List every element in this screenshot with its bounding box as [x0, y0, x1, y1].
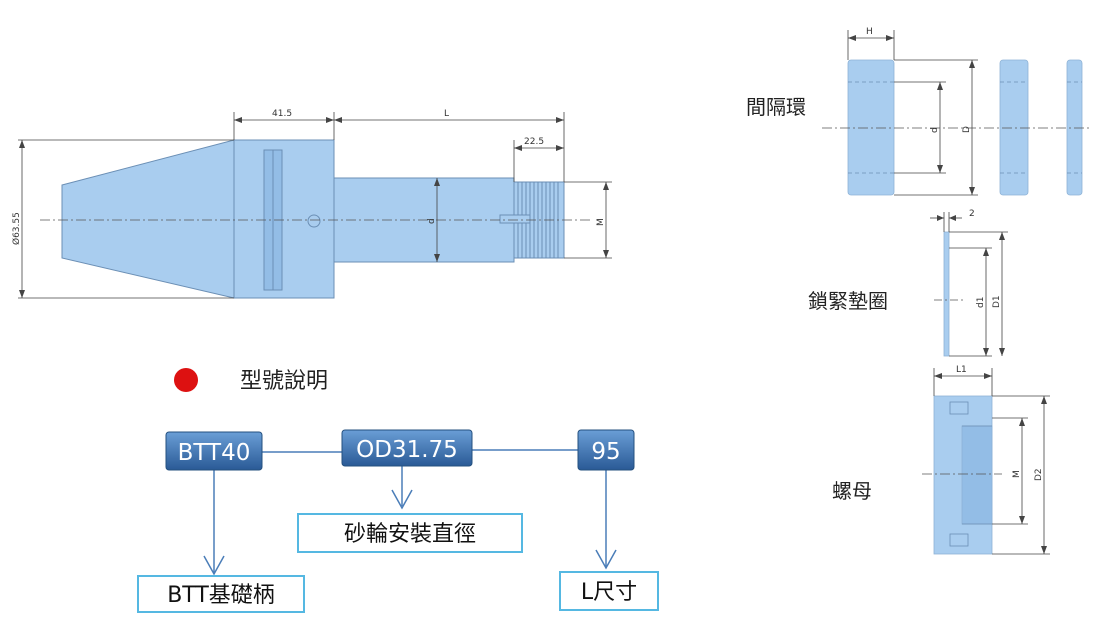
- holder-dim-diameter: Ø63.55: [11, 212, 22, 245]
- nut-dim-M: M: [1012, 470, 1022, 478]
- holder-pin-hole: [307, 214, 321, 228]
- meaning-3-text: L尺寸: [581, 580, 637, 605]
- holder-taper: [61, 139, 235, 299]
- holder-flange: [233, 139, 335, 299]
- code-box-3: 95: [577, 429, 635, 471]
- code-arrowheads: [203, 489, 617, 576]
- spacer-dim-d: d: [930, 127, 940, 133]
- nut-thread-bore: [961, 425, 993, 525]
- holder-dim-thread-length: 22.5: [524, 137, 544, 147]
- washer-dimensions: [930, 212, 1008, 357]
- nut-hidden-lines: [949, 401, 992, 547]
- holder-dimensions: [18, 112, 612, 299]
- washer-dim-d1: d1: [976, 297, 986, 308]
- meaning-box-1: BTT基礎柄: [137, 575, 305, 613]
- spacer-drawing: [847, 59, 1083, 196]
- code-box-2: OD31.75: [341, 429, 473, 467]
- spacer-dim-h: H: [866, 27, 873, 37]
- nut-drawing: [933, 395, 993, 555]
- washer-label: 鎖緊墊圈: [808, 289, 888, 313]
- nut-dimensions: [933, 368, 1050, 555]
- spacer-arrowheads: [848, 35, 975, 195]
- spacer-label: 間隔環: [746, 95, 806, 119]
- code-box-1: BTT40: [165, 431, 263, 471]
- holder-dim-length: L: [444, 109, 449, 119]
- washer-arrowheads: [937, 215, 1005, 356]
- holder-dim-thread: M: [596, 218, 606, 226]
- spacer-section-mid: [999, 59, 1029, 196]
- nut-arrowheads: [934, 373, 1047, 554]
- code-3-text: 95: [591, 439, 620, 465]
- meaning-2-text: 砂輪安裝直徑: [344, 522, 476, 547]
- holder-keyway: [499, 214, 531, 224]
- nut-label: 螺母: [832, 479, 872, 503]
- holder-drawing: [61, 139, 565, 299]
- spacer-dimensions: [847, 30, 978, 196]
- spacer-dim-D: D: [962, 126, 972, 133]
- nut-dim-L1: L1: [956, 365, 967, 375]
- meaning-box-2: 砂輪安裝直徑: [297, 513, 523, 553]
- washer-dim-D1: D1: [992, 295, 1002, 308]
- meaning-box-3: L尺寸: [559, 571, 659, 611]
- code-2-text: OD31.75: [356, 437, 458, 463]
- bullet-dot: [174, 368, 198, 392]
- code-connectors: [213, 449, 607, 574]
- washer-dim-t: 2: [969, 209, 975, 219]
- meaning-1-text: BTT基礎柄: [167, 583, 275, 608]
- code-1-text: BTT40: [178, 440, 251, 466]
- holder-dim-bore: d: [427, 218, 437, 224]
- washer-section: [943, 231, 950, 357]
- spacer-section-thin: [1066, 59, 1083, 196]
- spacer-hidden-lines: [848, 81, 1082, 174]
- holder-dim-flange: 41.5: [272, 109, 292, 119]
- spacer-section-main: [847, 59, 895, 196]
- model-title: 型號說明: [240, 369, 328, 394]
- holder-arrowheads: [19, 117, 609, 298]
- nut-dim-D2: D2: [1034, 468, 1044, 481]
